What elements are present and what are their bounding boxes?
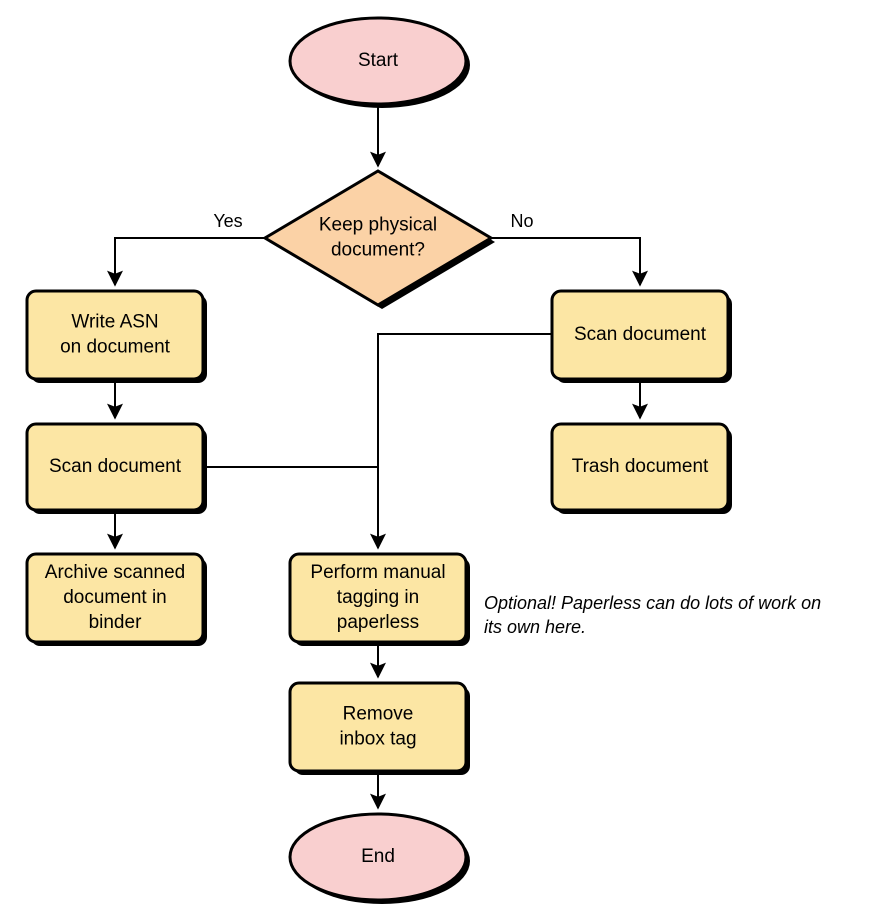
node-label-line: Archive scanned xyxy=(45,562,185,583)
edge-decision-no-to-scan-right: No xyxy=(491,211,648,287)
node-remove-inbox-tag[interactable]: Remove inbox tag xyxy=(288,681,470,775)
node-ellipse[interactable] xyxy=(288,16,468,106)
node-keep-physical-decision[interactable]: Keep physical document? xyxy=(262,169,495,309)
node-label: Perform manual tagging in paperless xyxy=(310,562,445,633)
node-label-line: Perform manual xyxy=(310,562,445,583)
node-label-line: paperless xyxy=(337,612,419,633)
edge-decision-yes-to-write-asn: Yes xyxy=(107,211,265,287)
node-label-line: tagging in xyxy=(337,587,419,608)
edge-path xyxy=(491,237,648,287)
node-diamond[interactable] xyxy=(262,169,494,307)
node-label: Trash document xyxy=(572,456,709,477)
node-label-line: binder xyxy=(89,612,142,633)
node-ellipse[interactable] xyxy=(288,812,468,902)
node-manual-tagging[interactable]: Perform manual tagging in paperless xyxy=(288,552,470,646)
node-label-line: Scan document xyxy=(49,456,182,477)
edge-path xyxy=(107,237,265,287)
node-rect[interactable] xyxy=(25,422,205,512)
annotation-line: its own here. xyxy=(484,617,586,637)
annotations-layer: Optional! Paperless can do lots of work … xyxy=(484,593,821,637)
node-label: Scan document xyxy=(49,456,182,477)
node-rect[interactable] xyxy=(25,552,205,644)
node-scan-document-right[interactable]: Scan document xyxy=(550,289,732,383)
node-rect[interactable] xyxy=(288,552,468,644)
node-label-line: Write ASN xyxy=(71,312,158,333)
node-label-line: Start xyxy=(358,50,399,71)
node-start[interactable]: Start xyxy=(288,16,470,108)
node-rect[interactable] xyxy=(550,289,730,381)
node-label-line: Scan document xyxy=(574,324,707,345)
node-label-line: Keep physical xyxy=(319,215,437,236)
node-end[interactable]: End xyxy=(288,812,470,904)
node-label: Write ASN on document xyxy=(60,312,171,358)
node-scan-document-left[interactable]: Scan document xyxy=(25,422,207,514)
node-label: Keep physical document? xyxy=(319,215,437,261)
node-label-line: on document xyxy=(60,337,171,358)
node-rect[interactable] xyxy=(25,289,205,381)
annotation-optional-note: Optional! Paperless can do lots of work … xyxy=(484,593,821,637)
node-archive-binder[interactable]: Archive scanned document in binder xyxy=(25,552,207,646)
node-label: Start xyxy=(358,50,399,71)
edge-label-no: No xyxy=(510,211,533,231)
edge-scan-right-to-manual-tagging xyxy=(370,333,552,550)
node-rect[interactable] xyxy=(288,681,468,773)
node-label-line: Trash document xyxy=(572,456,709,477)
node-label: End xyxy=(361,846,395,867)
node-rect[interactable] xyxy=(550,422,730,512)
node-trash-document[interactable]: Trash document xyxy=(550,422,732,514)
node-label: Archive scanned document in binder xyxy=(45,562,185,633)
node-label: Remove inbox tag xyxy=(339,704,416,750)
node-label-line: inbox tag xyxy=(339,729,416,750)
node-label-line: Remove xyxy=(343,704,414,725)
node-label-line: End xyxy=(361,846,395,867)
edges-layer: Yes No xyxy=(107,104,648,810)
annotation-line: Optional! Paperless can do lots of work … xyxy=(484,593,821,613)
node-write-asn[interactable]: Write ASN on document xyxy=(25,289,207,383)
node-label-line: document in xyxy=(63,587,167,608)
edge-path xyxy=(370,333,552,550)
node-label-line: document? xyxy=(331,240,425,261)
node-label: Scan document xyxy=(574,324,707,345)
edge-label-yes: Yes xyxy=(213,211,242,231)
